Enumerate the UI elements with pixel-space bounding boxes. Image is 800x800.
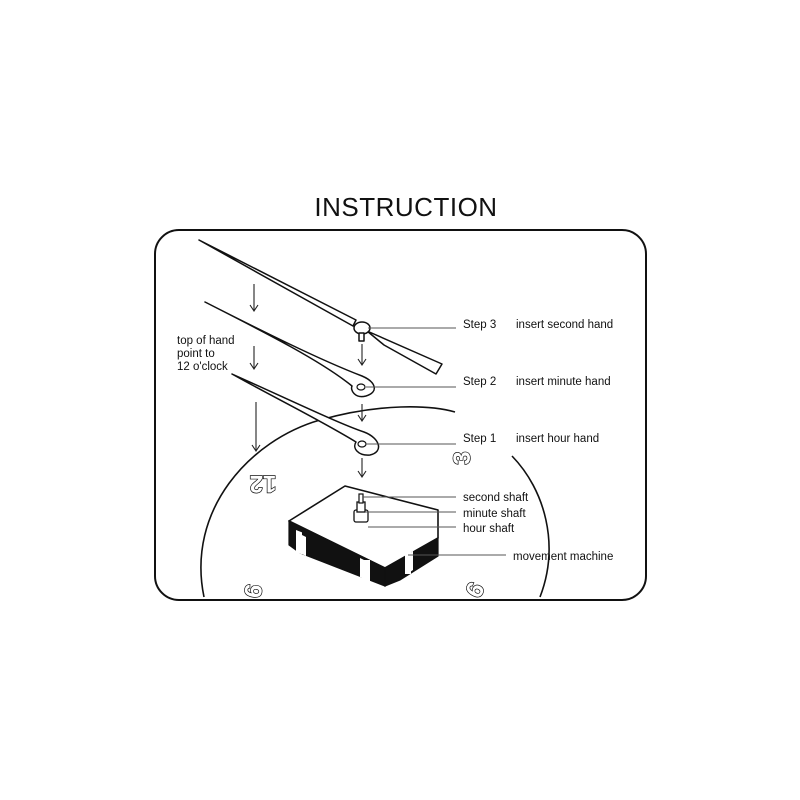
page-title: INSTRUCTION	[314, 192, 497, 222]
leader-lines	[363, 327, 506, 556]
clock-face-arc-right	[511, 455, 550, 598]
step-1-label: Step 1	[463, 433, 496, 445]
second-hand	[198, 239, 443, 375]
note-line-3: 12 o'clock	[177, 361, 228, 373]
note-line-2: point to	[177, 348, 215, 360]
note-line-1: top of hand	[177, 335, 235, 347]
numeral-12: 12	[250, 470, 277, 497]
guide-arrows	[249, 284, 367, 478]
step-1-action: insert hour hand	[516, 433, 599, 445]
minute-hand	[204, 301, 375, 398]
step-2-label: Step 2	[463, 376, 496, 388]
minute-shaft-label: minute shaft	[463, 508, 526, 520]
step-3-action: insert second hand	[516, 319, 613, 331]
numeral-3: 3	[449, 451, 476, 464]
movement-machine-label: movement machine	[513, 551, 613, 563]
step-2-action: insert minute hand	[516, 376, 611, 388]
second-shaft-label: second shaft	[463, 492, 529, 504]
numeral-9: 9	[238, 582, 267, 600]
clock-face-arc	[200, 406, 456, 598]
movement-machine	[288, 485, 439, 587]
diagram-frame	[154, 229, 647, 601]
shafts	[353, 493, 369, 523]
step-3-label: Step 3	[463, 319, 496, 331]
hour-shaft-label: hour shaft	[463, 523, 515, 535]
